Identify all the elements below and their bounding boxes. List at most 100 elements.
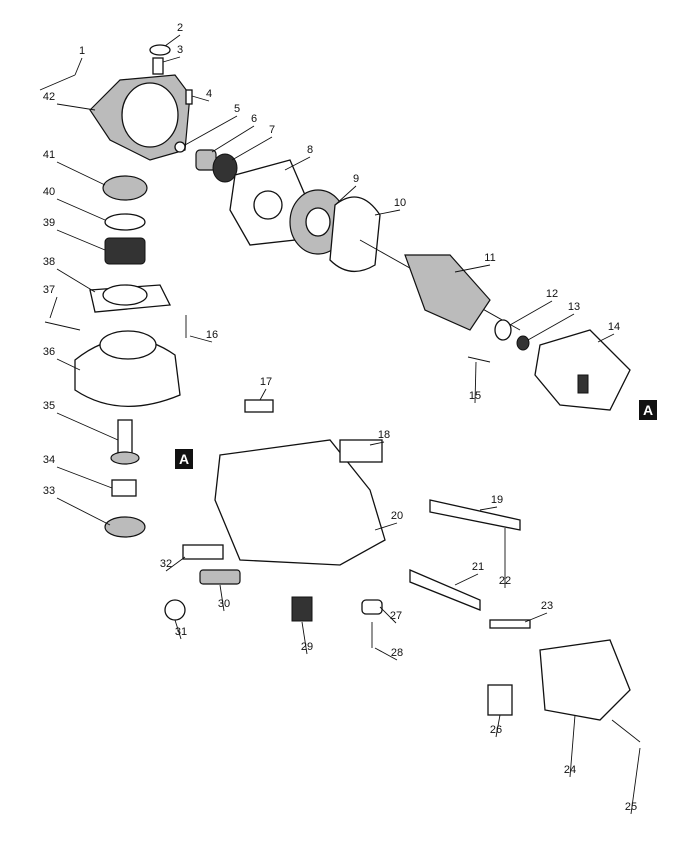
leader-line — [284, 156, 311, 171]
leader-line — [211, 125, 255, 153]
gear-housing-bore — [121, 82, 179, 148]
part-number-label: 32 — [160, 558, 172, 570]
part-cap — [149, 44, 171, 56]
part-number-label: 14 — [608, 321, 620, 333]
part-number-label: 8 — [307, 144, 313, 156]
leader-line — [74, 57, 83, 76]
armature — [404, 254, 491, 331]
leader-line — [219, 584, 225, 612]
ball-bearing — [494, 319, 512, 341]
baffle-hole — [253, 190, 283, 220]
leader-line — [509, 300, 553, 326]
screw-25 — [611, 719, 641, 743]
leader-line — [374, 209, 401, 216]
switch-lever — [429, 499, 521, 531]
screw-37 — [44, 321, 81, 331]
part-bearing — [212, 153, 238, 183]
part-number-label: 1 — [79, 45, 85, 57]
leader-line — [174, 619, 182, 640]
leader-line — [527, 313, 575, 341]
leader-line — [474, 361, 477, 404]
part-number-label: 15 — [469, 390, 481, 402]
reference-marker-box — [175, 449, 193, 469]
spindle-flange — [110, 451, 140, 465]
leader-line — [56, 268, 96, 293]
terminal-block — [487, 684, 513, 716]
part-number-labels: 1234567891011121314151617181920212223242… — [43, 22, 641, 815]
part-number-label: 41 — [43, 149, 55, 161]
leader-line — [479, 506, 498, 511]
part-number-label: 4 — [206, 88, 212, 100]
part-number-label: 33 — [43, 485, 55, 497]
leader-line — [191, 95, 210, 102]
leader-line — [301, 621, 308, 655]
leader-line — [334, 185, 357, 206]
part-number-label: 17 — [260, 376, 272, 388]
part-spring — [152, 57, 164, 75]
reference-marker-label: A — [643, 402, 653, 418]
part-number-label: 28 — [391, 647, 403, 659]
lever-shaft — [409, 569, 481, 611]
part-number-label: 20 — [391, 510, 403, 522]
leader-line — [162, 56, 181, 63]
reference-markers: A A — [175, 400, 657, 469]
leader-line — [56, 412, 119, 441]
part-number-label: 2 — [177, 22, 183, 34]
rod — [489, 619, 531, 629]
leader-line — [56, 358, 81, 371]
reference-marker-box — [639, 400, 657, 420]
bearing-box-bore — [102, 284, 148, 306]
leader-line — [56, 161, 106, 186]
leader-line — [495, 714, 501, 738]
leader-line — [379, 606, 397, 624]
part-number-label: 19 — [491, 494, 503, 506]
fan-hub — [305, 207, 331, 237]
leader-line — [524, 612, 548, 623]
part-number-label: 12 — [546, 288, 558, 300]
part-number-label: 29 — [301, 641, 313, 653]
part-number-label: 11 — [484, 252, 495, 264]
parts-drawing — [39, 44, 641, 743]
field-coil — [534, 329, 631, 411]
ball-bearing-39 — [104, 237, 146, 265]
part-number-label: 39 — [43, 217, 55, 229]
leader-line — [454, 264, 491, 273]
leader-line — [630, 747, 641, 815]
wheel-guard-collar — [99, 330, 157, 360]
part-number-label: 37 — [43, 284, 55, 296]
part-number-label: 27 — [390, 610, 402, 622]
carbon-brush — [199, 569, 241, 585]
screw-1 — [39, 74, 76, 91]
reference-marker-label: A — [179, 451, 189, 467]
leader-line — [56, 497, 111, 526]
part-number-label: 30 — [218, 598, 230, 610]
part-number-label: 24 — [564, 764, 576, 776]
part-number-label: 25 — [625, 801, 637, 813]
retaining-ring — [104, 213, 146, 231]
part-number-label: 42 — [43, 91, 55, 103]
part-number-label: 31 — [175, 626, 187, 638]
part-number-label: 36 — [43, 346, 55, 358]
leader-line — [189, 335, 213, 343]
part-number-label: 22 — [499, 575, 511, 587]
leader-line — [56, 466, 113, 489]
leader-line — [454, 573, 479, 586]
part-number-label: 10 — [394, 197, 406, 209]
leader-line — [259, 388, 267, 401]
leader-line — [49, 296, 58, 319]
leader-line — [56, 198, 106, 221]
part-number-label: 40 — [43, 186, 55, 198]
leader-line — [374, 522, 398, 531]
part-number-label: 18 — [378, 429, 390, 441]
part-number-label: 16 — [206, 329, 218, 341]
leader-line — [56, 229, 106, 251]
leader-line — [164, 34, 181, 47]
part-number-label: 23 — [541, 600, 553, 612]
label-18 — [339, 439, 383, 463]
part-number-label: 34 — [43, 454, 55, 466]
field-slot — [577, 374, 589, 394]
fan-guide — [329, 196, 381, 272]
switch — [291, 596, 313, 622]
part-number-label: 9 — [353, 173, 359, 185]
